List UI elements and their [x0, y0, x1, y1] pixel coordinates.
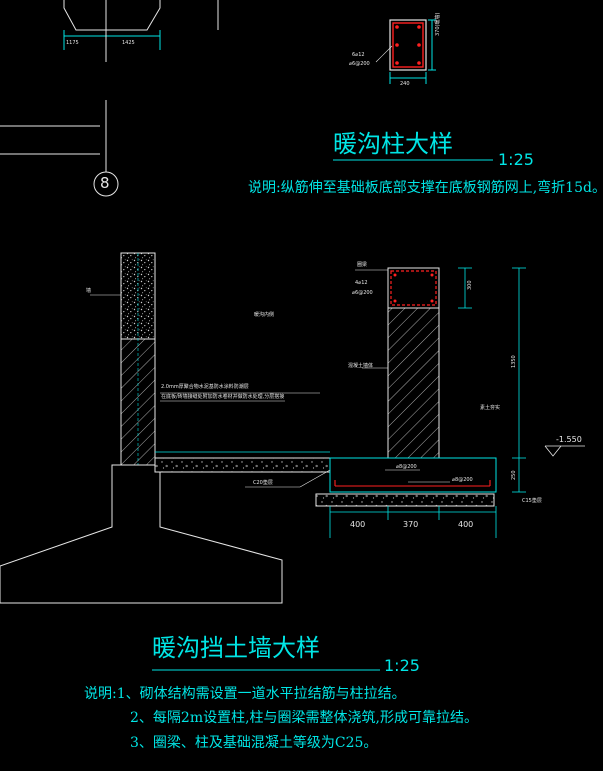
- label-beam-rebar-2: ⌀6@200: [352, 290, 373, 296]
- label-wall: 墙: [86, 288, 92, 294]
- dim-bottom-1: 400: [350, 520, 366, 529]
- wall-note-3: 3、圈梁、柱及基础混凝土等级为C25。: [130, 735, 378, 751]
- label-slab-rebar-1: ⌀8@200: [396, 464, 417, 470]
- wall-note-2: 2、每隔2m设置柱,柱与圈梁需整体浇筑,形成可靠拉结。: [130, 710, 478, 726]
- wall-detail-scale: 1:25: [384, 656, 420, 675]
- dim-300: 300: [467, 280, 473, 290]
- column-dim-height: 370(暖墙): [435, 12, 441, 36]
- column-detail-scale: 1:25: [498, 150, 534, 169]
- label-fill: 素土夯实: [480, 405, 501, 411]
- label-brick: 混凝土墙体: [348, 363, 374, 369]
- column-dim-width: 240: [400, 81, 410, 87]
- level-label: -1.550: [556, 435, 582, 444]
- label-beam: 圈梁: [357, 262, 368, 268]
- dim-1175: 1175: [66, 40, 79, 46]
- label-membrane-1: 2.0mm厚聚合物水泥基防水涂料防潮层: [161, 384, 249, 390]
- wall-detail-title: 暖沟挡土墙大样: [152, 634, 320, 662]
- column-detail-note: 说明:纵筋伸至基础板底部支撑在底板钢筋网上,弯折15d。: [248, 180, 603, 196]
- label-membrane-2: 在底板/砖墙接缝处附加防水卷材并做防水处理,分层搭接: [161, 394, 285, 400]
- label-inside: 暖沟内侧: [254, 312, 275, 318]
- axis-bubble: [93, 171, 119, 197]
- column-rebar-main: 6⌀12: [352, 52, 365, 58]
- label-c15: C15垫层: [522, 498, 542, 504]
- column-rebar-stirrup: ⌀6@200: [349, 61, 370, 67]
- axis-label: 8: [100, 174, 110, 192]
- column-detail-title: 暖沟柱大样: [333, 130, 453, 158]
- dim-1425: 1425: [122, 40, 135, 46]
- column-section: [333, 19, 493, 161]
- label-beam-rebar-1: 4⌀12: [355, 280, 368, 286]
- top-left-fragment: [0, 0, 219, 197]
- dim-250: 250: [511, 470, 517, 480]
- wall-note-1: 说明:1、砌体结构需设置一道水平拉结筋与柱拉结。: [84, 686, 406, 702]
- retaining-wall-section: [0, 252, 585, 671]
- label-slab-rebar-2: ⌀8@200: [452, 477, 473, 483]
- dim-bottom-3: 400: [458, 520, 474, 529]
- dim-bottom-2: 370: [403, 520, 419, 529]
- label-c20: C20垫层: [253, 480, 273, 486]
- dim-1350: 1350: [511, 355, 517, 368]
